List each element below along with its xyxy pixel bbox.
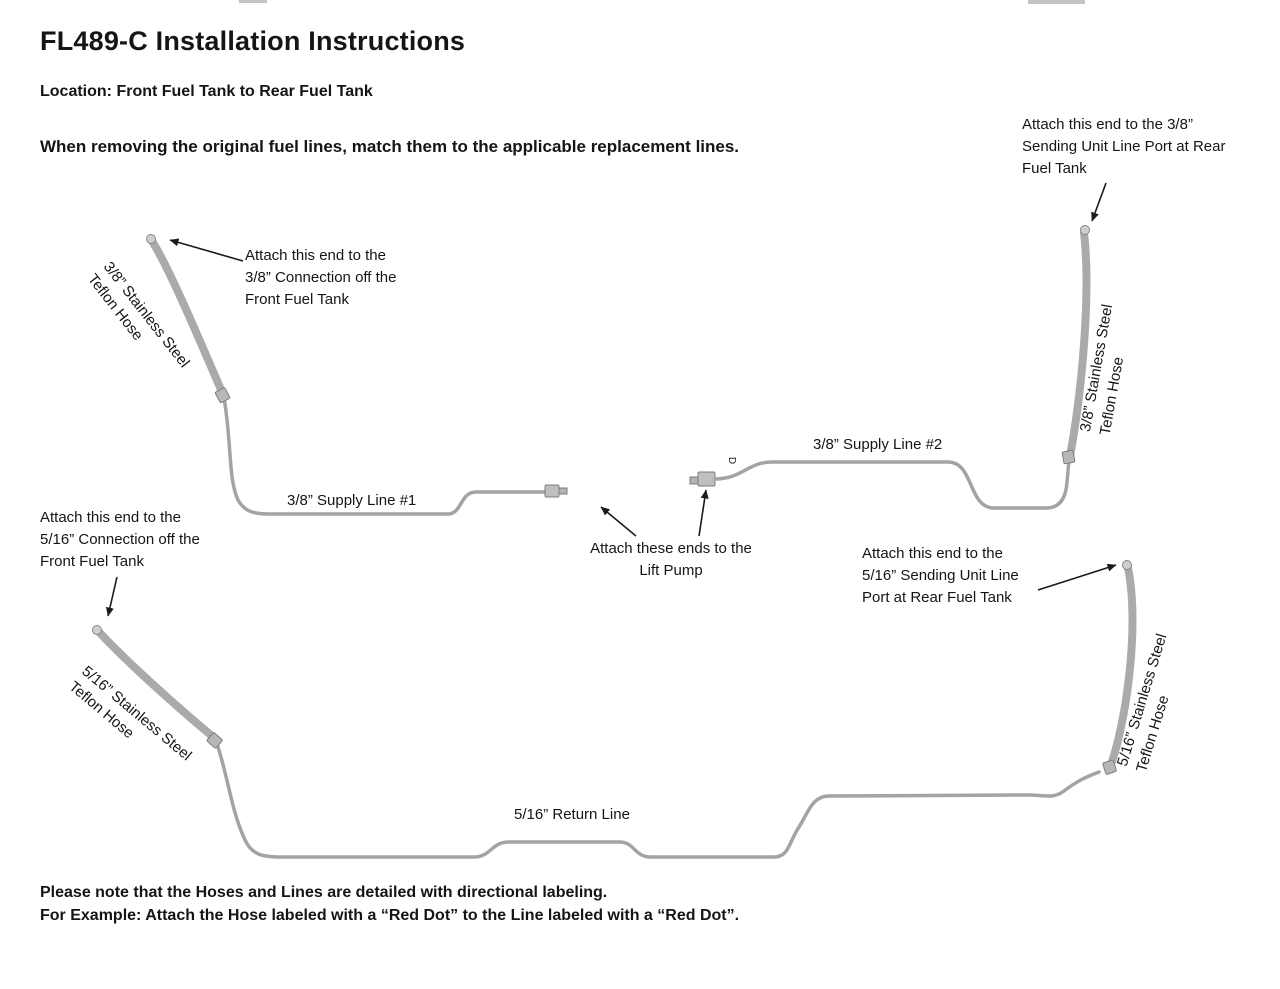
supply-line-2-fitting	[697, 471, 716, 487]
annotation-rear-516: Attach this end to the 5/16” Sending Uni…	[862, 545, 1019, 606]
arrow-lift-pump-left	[600, 506, 637, 537]
label-return-line: 5/16” Return Line	[514, 806, 630, 823]
return-line-tube-path	[215, 742, 1101, 859]
hose-38-rear-braid	[1066, 229, 1091, 460]
supply-line-2-fitting-tip	[689, 476, 699, 485]
supply-line-1-tube-path	[222, 396, 547, 516]
hose-38-rear-nut	[1061, 449, 1076, 465]
hose-516-rear-braid	[1108, 564, 1137, 766]
supply-line-1-fitting	[544, 484, 560, 498]
label-supply-line-1: 3/8” Supply Line #1	[287, 492, 417, 509]
intro-line: When removing the original fuel lines, m…	[40, 137, 740, 156]
hose-38-front-braid	[148, 237, 226, 396]
supply-line-1-fitting-tip	[558, 487, 568, 495]
footer-note-2: For Example: Attach the Hose labeled wit…	[40, 907, 740, 924]
annotation-rear-38: Attach this end to the 3/8” Sending Unit…	[1022, 116, 1226, 177]
arrow-rear-38	[1091, 182, 1107, 222]
page-title: FL489-C Installation Instructions	[40, 26, 466, 56]
direction-marker-d: D	[726, 456, 738, 465]
footer-note-1: Please note that the Hoses and Lines are…	[40, 884, 608, 901]
page-edge-artifact	[1028, 0, 1085, 4]
annotation-front-38: Attach this end to the 3/8” Connection o…	[245, 247, 397, 308]
hose-516-rear-nut	[1102, 759, 1117, 775]
hose-38-front-nut	[214, 387, 231, 404]
hose-516-front-braid	[95, 628, 216, 740]
label-supply-line-2: 3/8” Supply Line #2	[813, 436, 943, 453]
annotation-front-516: Attach this end to the 5/16” Connection …	[40, 509, 200, 570]
arrow-front-38	[169, 238, 244, 262]
location-line: Location: Front Fuel Tank to Rear Fuel T…	[40, 83, 373, 100]
hose-516-rear-end-fitting	[1122, 560, 1132, 570]
hose-516-front-end-fitting	[92, 625, 102, 635]
page-edge-artifact	[239, 0, 267, 3]
annotation-lift-pump: Attach these ends to the Lift Pump	[590, 540, 752, 579]
arrow-rear-516	[1037, 563, 1117, 591]
hose-38-front-end-fitting	[146, 234, 156, 244]
arrow-front-516	[106, 576, 118, 617]
arrow-lift-pump-right	[698, 489, 709, 537]
supply-line-2-tube-path	[713, 458, 1071, 510]
hose-516-front-nut	[206, 732, 223, 749]
hose-38-rear-end-fitting	[1080, 225, 1090, 235]
